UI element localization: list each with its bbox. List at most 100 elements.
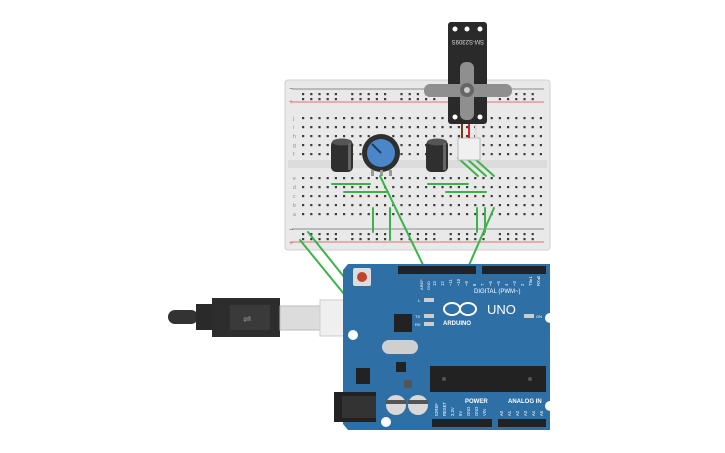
breadboard-hole[interactable] [425,98,428,101]
breadboard-hole[interactable] [351,117,354,120]
breadboard-hole[interactable] [334,135,337,138]
breadboard-hole[interactable] [392,177,395,180]
breadboard-hole[interactable] [531,233,534,236]
breadboard-hole[interactable] [466,186,469,189]
breadboard-hole[interactable] [392,126,395,129]
breadboard-hole[interactable] [351,126,354,129]
breadboard-hole[interactable] [507,238,510,241]
wire[interactable] [465,157,487,177]
breadboard-hole[interactable] [474,213,477,216]
breadboard-hole[interactable] [425,135,428,138]
breadboard-hole[interactable] [425,117,428,120]
breadboard-hole[interactable] [449,144,452,147]
breadboard-hole[interactable] [490,195,493,198]
breadboard-hole[interactable] [408,117,411,120]
breadboard-hole[interactable] [302,213,305,216]
breadboard-hole[interactable] [392,117,395,120]
breadboard-hole[interactable] [400,213,403,216]
breadboard-hole[interactable] [408,144,411,147]
breadboard-hole[interactable] [433,177,436,180]
breadboard-hole[interactable] [375,98,378,101]
breadboard-hole[interactable] [507,153,510,156]
breadboard-hole[interactable] [474,195,477,198]
breadboard-hole[interactable] [400,93,403,96]
breadboard-hole[interactable] [408,195,411,198]
breadboard-hole[interactable] [367,177,370,180]
breadboard-hole[interactable] [539,153,542,156]
breadboard-hole[interactable] [343,213,346,216]
breadboard-hole[interactable] [351,233,354,236]
breadboard-hole[interactable] [515,117,518,120]
breadboard-hole[interactable] [523,238,526,241]
breadboard-hole[interactable] [334,238,337,241]
breadboard-hole[interactable] [318,204,321,207]
breadboard-hole[interactable] [400,177,403,180]
breadboard-hole[interactable] [334,177,337,180]
breadboard-hole[interactable] [498,98,501,101]
breadboard-hole[interactable] [318,93,321,96]
breadboard-hole[interactable] [334,213,337,216]
breadboard-hole[interactable] [318,195,321,198]
breadboard-hole[interactable] [498,135,501,138]
breadboard-hole[interactable] [466,195,469,198]
breadboard-hole[interactable] [310,177,313,180]
breadboard-hole[interactable] [310,117,313,120]
breadboard-hole[interactable] [490,126,493,129]
breadboard-hole[interactable] [539,135,542,138]
breadboard-hole[interactable] [498,204,501,207]
breadboard-hole[interactable] [343,135,346,138]
breadboard-hole[interactable] [482,126,485,129]
breadboard-hole[interactable] [515,204,518,207]
breadboard-hole[interactable] [375,93,378,96]
breadboard-hole[interactable] [474,186,477,189]
breadboard-hole[interactable] [318,144,321,147]
breadboard-hole[interactable] [507,186,510,189]
breadboard-hole[interactable] [408,186,411,189]
breadboard-hole[interactable] [474,177,477,180]
breadboard-hole[interactable] [449,177,452,180]
breadboard-hole[interactable] [457,213,460,216]
breadboard-hole[interactable] [531,144,534,147]
breadboard-hole[interactable] [400,204,403,207]
breadboard-hole[interactable] [359,238,362,241]
breadboard-hole[interactable] [498,153,501,156]
breadboard-hole[interactable] [359,98,362,101]
breadboard-hole[interactable] [425,213,428,216]
breadboard-hole[interactable] [457,195,460,198]
breadboard-hole[interactable] [498,117,501,120]
breadboard-hole[interactable] [334,98,337,101]
breadboard-hole[interactable] [302,98,305,101]
breadboard-hole[interactable] [310,186,313,189]
breadboard-hole[interactable] [539,213,542,216]
breadboard-hole[interactable] [523,93,526,96]
breadboard-hole[interactable] [302,117,305,120]
breadboard-hole[interactable] [457,204,460,207]
capacitor-right[interactable] [426,138,448,173]
breadboard-hole[interactable] [416,153,419,156]
breadboard-hole[interactable] [523,233,526,236]
breadboard-hole[interactable] [531,135,534,138]
breadboard-hole[interactable] [392,186,395,189]
breadboard-hole[interactable] [449,213,452,216]
breadboard-hole[interactable] [531,153,534,156]
breadboard-hole[interactable] [523,153,526,156]
breadboard-hole[interactable] [416,186,419,189]
breadboard-hole[interactable] [384,204,387,207]
breadboard-hole[interactable] [474,233,477,236]
breadboard-hole[interactable] [482,135,485,138]
breadboard-hole[interactable] [343,204,346,207]
breadboard-hole[interactable] [375,177,378,180]
breadboard-hole[interactable] [359,213,362,216]
breadboard-hole[interactable] [449,195,452,198]
breadboard-hole[interactable] [531,213,534,216]
breadboard-hole[interactable] [408,126,411,129]
breadboard-hole[interactable] [400,126,403,129]
breadboard-hole[interactable] [351,93,354,96]
breadboard-hole[interactable] [531,117,534,120]
breadboard-hole[interactable] [318,186,321,189]
breadboard-hole[interactable] [416,117,419,120]
breadboard-hole[interactable] [449,204,452,207]
breadboard-hole[interactable] [326,117,329,120]
breadboard-hole[interactable] [408,233,411,236]
breadboard-hole[interactable] [498,186,501,189]
